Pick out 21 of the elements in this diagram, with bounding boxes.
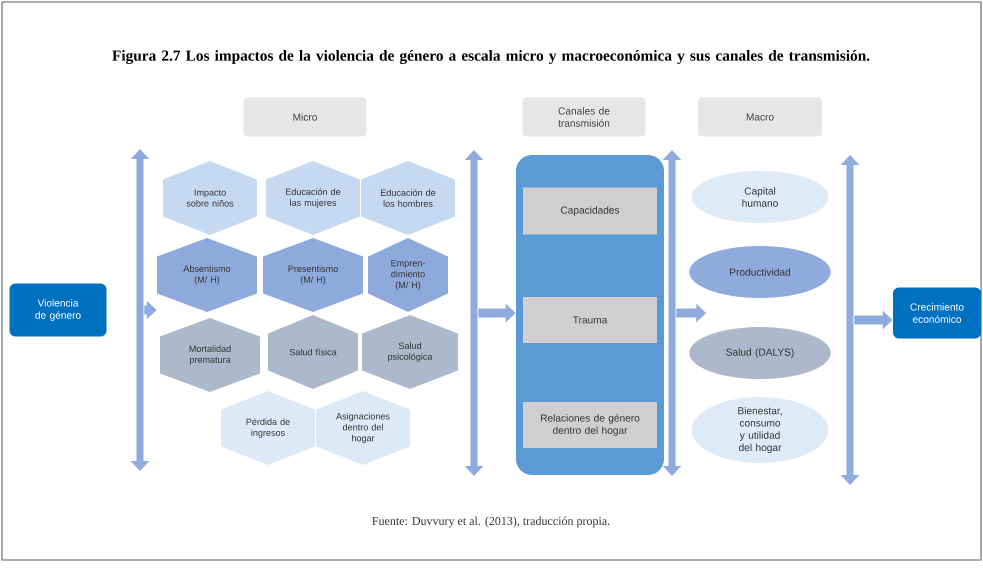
hexagon: Mortalidad prematura — [160, 318, 260, 392]
hexagon: Asignaciones dentro del hogar — [316, 391, 410, 465]
rectangle-box: Relaciones de género dentro del hogar — [523, 402, 657, 448]
figure-title: Figura 2.7 Los impactos de la violencia de género a escala micro y macroeconómica y sus canales de transmisión. — [112, 50, 870, 64]
hexagon: Presentismo (M/ H) — [263, 238, 363, 312]
hexagon: Educación de las mujeres — [266, 161, 360, 235]
header-box: Micro — [244, 98, 366, 136]
header-box: Canales de transmisión — [522, 98, 646, 136]
hexagon: Absentismo (M/ H) — [157, 238, 257, 312]
hexagon: Salud psicológica — [362, 315, 458, 389]
hexagon: Educación de los hombres — [361, 161, 455, 235]
rounded-box: Violencia de género — [10, 284, 106, 336]
hexagon: Impacto sobre niños — [163, 161, 257, 235]
hexagon: Salud física — [268, 315, 358, 389]
caption: Fuente: Duvvury et al. (2013), traducción propia. — [372, 516, 610, 528]
hexagon: Empren-dimiento (M/ H) — [368, 238, 448, 312]
hexagon: Pérdida de ingresos — [221, 391, 315, 465]
rounded-box: Crecimiento económico — [893, 288, 981, 338]
rectangle-box: Capacidades — [523, 188, 657, 234]
header-box: Macro — [698, 98, 822, 136]
rectangle-box: Trauma — [523, 297, 657, 343]
